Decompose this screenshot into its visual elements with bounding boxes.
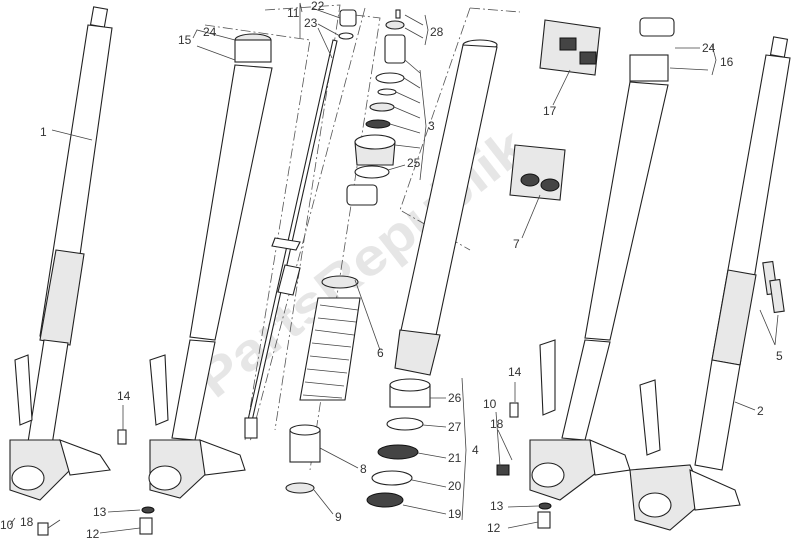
callout-13-right: 13 (490, 499, 504, 513)
fork-leg-right (629, 36, 791, 531)
spacer-and-washer (285, 424, 321, 494)
callout-6: 6 (377, 346, 384, 360)
damper-rod (244, 39, 338, 439)
callout-14-right: 14 (508, 365, 522, 379)
fork-outer-tube (148, 33, 273, 499)
callout-10: 10 (0, 518, 14, 532)
callout-18: 18 (20, 515, 34, 529)
callout-labels: 1 15 24 11 23 22 28 3 25 24 16 17 7 5 2 … (0, 0, 783, 541)
cartridge-assembly (346, 9, 406, 206)
seal-stack (366, 378, 431, 508)
fork-leg-left (9, 6, 113, 501)
callout-23: 23 (304, 16, 318, 30)
callout-18-right: 18 (490, 417, 504, 431)
stickers (762, 260, 785, 314)
callout-7: 7 (513, 237, 520, 251)
callout-5: 5 (776, 349, 783, 363)
callout-25: 25 (407, 156, 421, 170)
callout-15: 15 (178, 33, 192, 47)
callout-3: 3 (428, 119, 435, 133)
callout-14: 14 (117, 389, 131, 403)
callout-9: 9 (335, 510, 342, 524)
callout-19: 19 (448, 507, 462, 521)
callout-8: 8 (360, 462, 367, 476)
callout-17: 17 (543, 104, 557, 118)
callout-11: 11 (287, 6, 300, 20)
callout-12: 12 (86, 527, 100, 541)
callout-28: 28 (430, 25, 444, 39)
callout-13: 13 (93, 505, 107, 519)
fork-outer-tube-right (529, 17, 675, 501)
callout-22: 22 (311, 0, 325, 13)
top-cap-parts (338, 9, 357, 40)
callout-2: 2 (757, 404, 764, 418)
callout-21: 21 (448, 451, 462, 465)
callout-20: 20 (448, 479, 462, 493)
callout-26: 26 (448, 391, 462, 405)
callout-12-right: 12 (487, 521, 501, 535)
leader-lines (9, 2, 779, 534)
callout-1: 1 (40, 125, 47, 139)
callout-16: 16 (720, 55, 734, 69)
protectors (509, 19, 601, 201)
callout-27: 27 (448, 420, 462, 434)
fasteners (37, 402, 552, 536)
fork-spring (299, 275, 361, 401)
callout-10-right: 10 (483, 397, 497, 411)
callout-24-right: 24 (702, 41, 716, 55)
callout-24: 24 (203, 25, 217, 39)
callout-4: 4 (472, 443, 479, 457)
fork-inner-tube (394, 39, 498, 376)
